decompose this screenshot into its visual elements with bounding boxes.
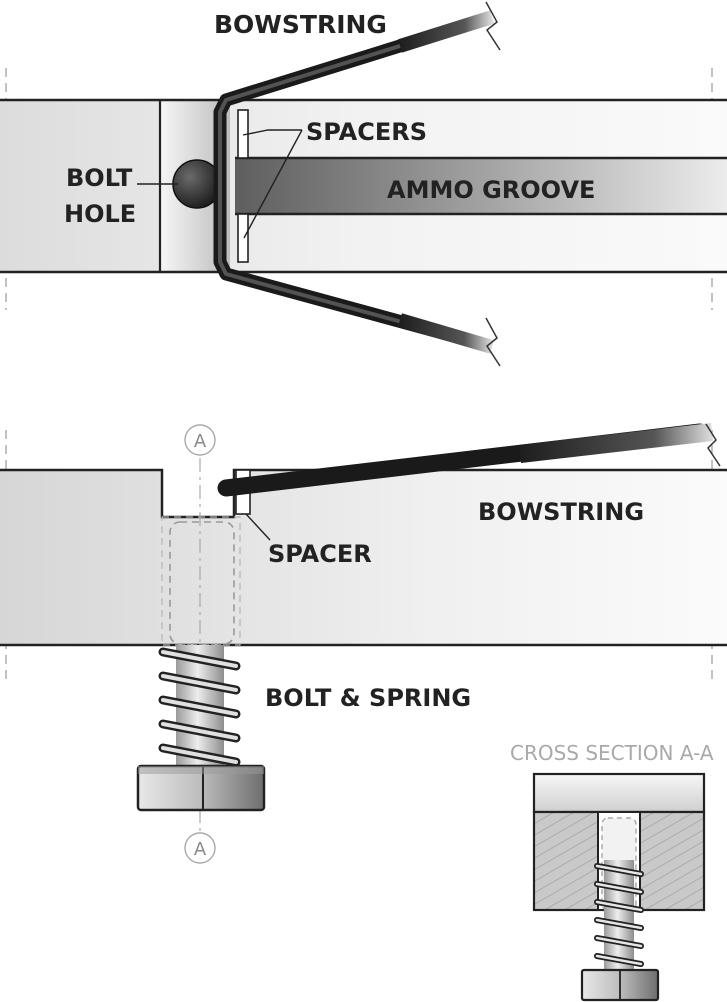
section-marker-top-letter: A — [194, 431, 207, 452]
side-view: A A BOWSTRING SPACER BOLT & SPRI — [0, 423, 727, 864]
side-stock-body — [0, 470, 727, 645]
ammo-groove-label: AMMO GROOVE — [387, 176, 595, 204]
cross-section-spring — [594, 860, 644, 970]
side-bowstring-label: BOWSTRING — [478, 498, 644, 526]
spacer-label: SPACER — [268, 540, 372, 568]
section-marker-top — [184, 424, 216, 456]
cross-section-bolt-head — [580, 968, 660, 1002]
spacers-label: SPACERS — [306, 118, 427, 146]
bolt-hole-label-line1: BOLT — [66, 164, 133, 192]
spacer-lower — [237, 213, 249, 263]
bolt-head — [136, 764, 266, 812]
ammo-groove — [235, 158, 727, 214]
top-view: BOWSTRING BOLT HOLE SPACERS AMMO GROOVE — [0, 1, 727, 367]
bolt-spring — [158, 645, 241, 767]
cross-section: CROSS SECTION A-A — [510, 741, 714, 1002]
bolt-hole-label-line2: HOLE — [64, 200, 136, 228]
bolt-spring-label: BOLT & SPRING — [265, 684, 471, 712]
section-marker-bottom — [184, 832, 216, 864]
hidden-bolt-outline — [169, 521, 235, 645]
top-bowstring-label: BOWSTRING — [214, 10, 387, 39]
cross-section-title: CROSS SECTION A-A — [510, 741, 714, 765]
cross-section-lid — [532, 772, 706, 814]
section-marker-bottom-letter: A — [194, 839, 207, 860]
